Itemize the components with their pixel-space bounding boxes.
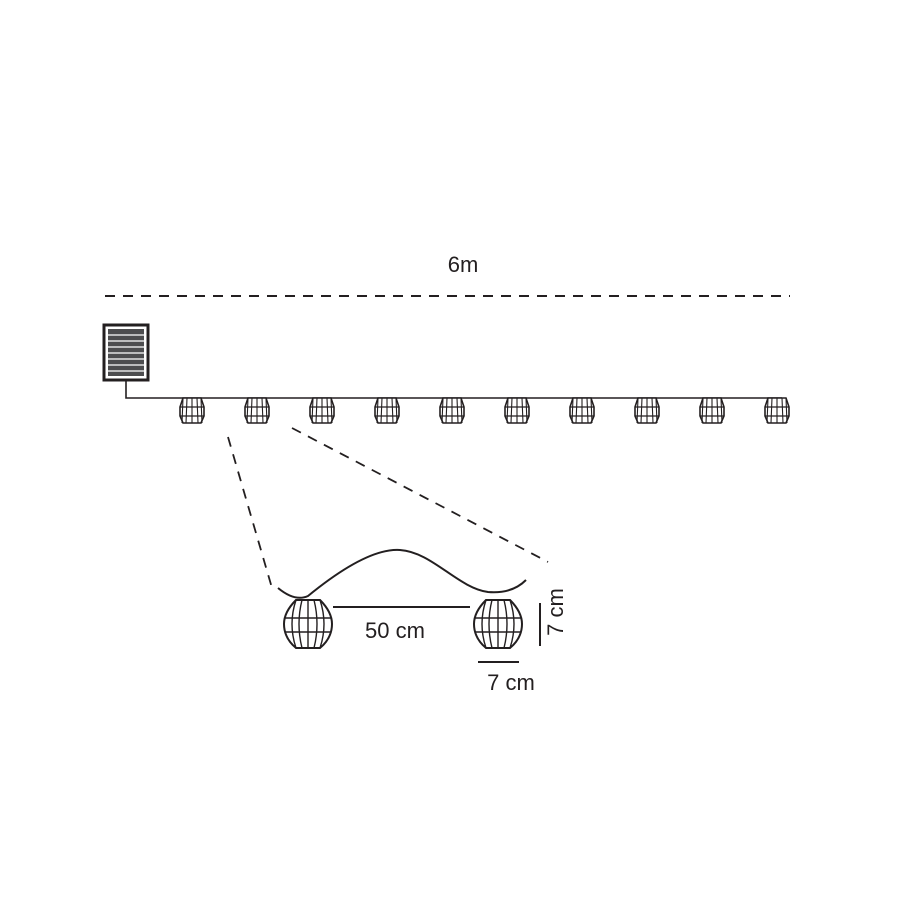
zoom-guide-right [291,427,549,563]
lantern-icon [179,397,205,424]
total-length-label: 6m [448,252,479,277]
lantern-icon [439,397,465,424]
lantern-icon [309,397,335,424]
lantern-icon [244,397,270,424]
lantern-width-label: 7 cm [487,670,535,695]
spacing-label: 50 cm [365,618,425,643]
string-cable [125,380,782,399]
lantern-icon [504,397,530,424]
detail-lantern-left-icon [283,599,333,649]
solar-panel-icon [102,323,150,382]
zoom-guide-left [227,436,273,589]
lantern-string [179,397,790,424]
lantern-icon [374,397,400,424]
lantern-icon [569,397,595,424]
detail-lantern-right-icon [473,599,523,649]
detail-wire [277,548,527,599]
lantern-icon [634,397,660,424]
lantern-icon [764,397,790,424]
lantern-height-label: 7 cm [543,588,568,636]
lantern-icon [699,397,725,424]
